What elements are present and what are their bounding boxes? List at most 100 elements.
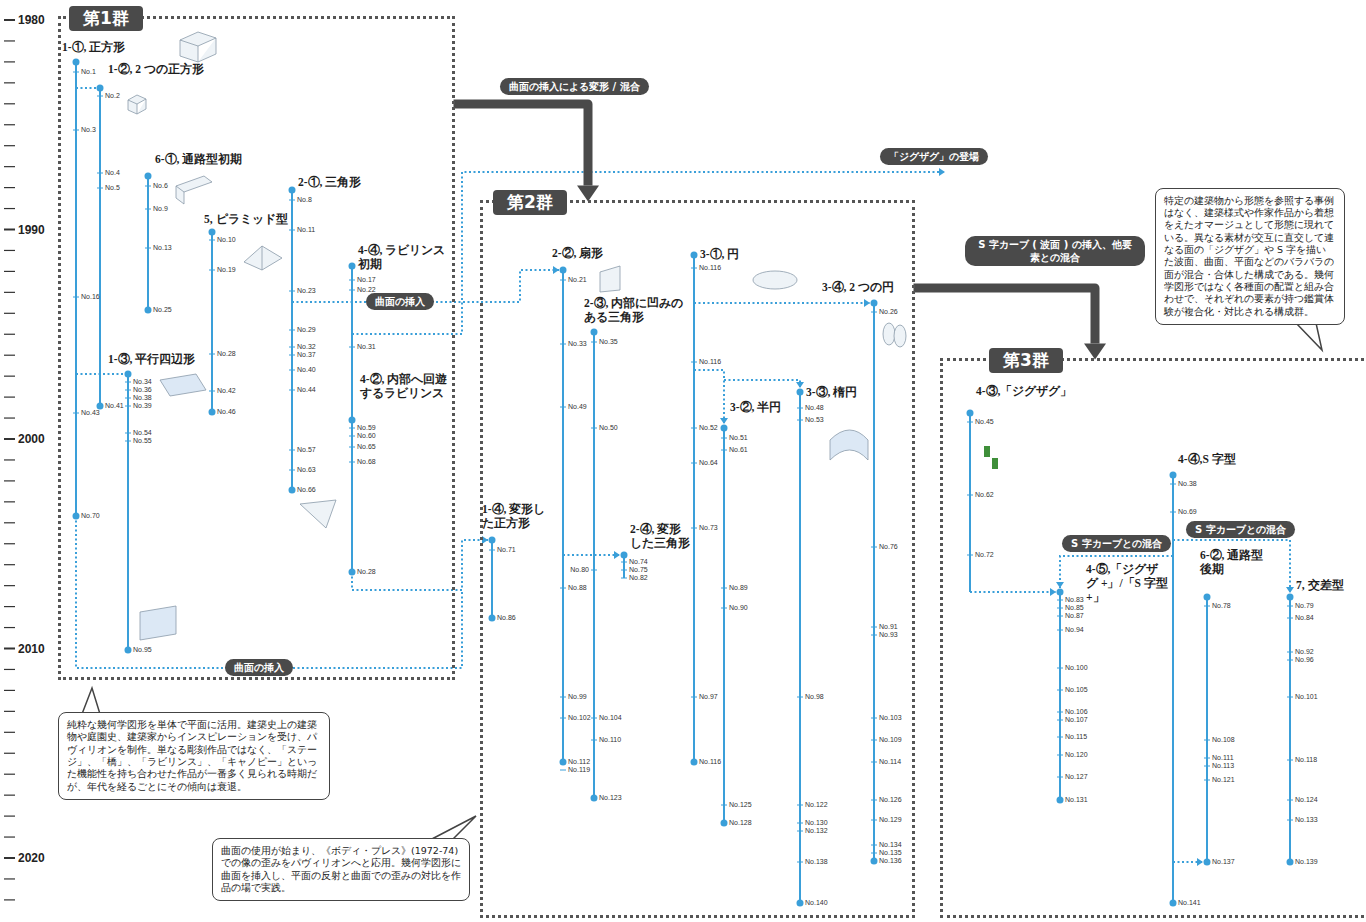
work-tick <box>560 280 566 281</box>
group-region: 第3群S 字カーブとの混合S 字カーブとの混合 <box>940 358 1366 918</box>
branch-dot <box>209 409 216 416</box>
lineage-dotted-line <box>76 87 100 89</box>
work-number: No.8 <box>297 196 312 204</box>
work-tick <box>73 297 79 298</box>
branch-line <box>147 176 149 310</box>
branch-line <box>593 332 595 798</box>
pill-label: 曲面の挿入による変形 / 混合 <box>509 81 640 92</box>
callout-text: 曲面の使用が始まり、《ボディ・プレス》(1972-74) での像の歪みをパヴィリ… <box>221 845 461 894</box>
branch-dot <box>560 267 567 274</box>
work-number: No.4 <box>105 169 120 177</box>
work-tick <box>871 820 877 821</box>
branch-dot <box>721 425 728 432</box>
branch-heading: 2-①, 三角形 <box>298 175 361 189</box>
branch-heading: 2-③, 内部に凹みのある三角形 <box>584 296 684 324</box>
transition-pill: 曲面の挿入 <box>366 293 434 310</box>
work-tick <box>209 240 215 241</box>
branch-dot <box>289 187 296 194</box>
work-tick <box>1057 712 1063 713</box>
work-number: No.10 <box>217 236 236 244</box>
lineage-dotted-line <box>694 302 870 304</box>
work-number: No.11 <box>297 226 315 234</box>
work-number: No.83 <box>1065 596 1084 604</box>
lineage-arrowhead <box>1050 588 1056 596</box>
year-tick <box>4 166 15 167</box>
branch-heading: 4-②, 内部へ回遊するラビリンス <box>360 372 452 400</box>
work-number: No.90 <box>729 604 748 612</box>
work-number: No.134 <box>879 841 902 849</box>
transition-pill: S 字カーブとの混合 <box>1186 521 1295 538</box>
branch-heading: 1-③, 平行四辺形 <box>108 352 195 366</box>
work-tick <box>125 441 131 442</box>
work-tick <box>145 209 151 210</box>
pill-label: S 字カーブとの混合 <box>1195 524 1286 535</box>
year-tick <box>4 40 15 41</box>
work-number: No.110 <box>599 736 621 744</box>
work-tick <box>1057 630 1063 631</box>
work-number: No.114 <box>879 758 901 766</box>
year-label: 1990 <box>18 223 45 237</box>
work-number: No.41 <box>105 402 124 410</box>
work-tick <box>349 428 355 429</box>
branch-heading: 6-②, 通路型後期 <box>1200 548 1264 576</box>
work-number: No.62 <box>975 491 994 499</box>
work-number: No.16 <box>81 293 100 301</box>
work-number: No.78 <box>1212 602 1231 610</box>
work-tick <box>871 800 877 801</box>
work-tick <box>621 578 627 579</box>
year-tick <box>4 648 15 650</box>
work-tick <box>721 608 727 609</box>
lineage-dotted-line <box>76 373 128 375</box>
work-tick <box>721 588 727 589</box>
year-tick <box>4 606 15 607</box>
year-label: 2010 <box>18 642 45 656</box>
year-tick <box>4 417 15 418</box>
branch-line <box>211 232 213 412</box>
group-heading: 第1群 <box>69 6 143 31</box>
work-tick <box>967 555 973 556</box>
work-number: No.50 <box>599 424 618 432</box>
lineage-dotted-line <box>352 540 488 590</box>
work-tick <box>1204 606 1210 607</box>
work-sketch <box>140 606 176 640</box>
work-tick <box>797 862 803 863</box>
work-tick <box>967 495 973 496</box>
work-number: No.28 <box>217 350 236 358</box>
transition-pill: 曲面の挿入による変形 / 混合 <box>500 78 649 95</box>
work-tick <box>591 342 597 343</box>
work-tick <box>1204 766 1210 767</box>
work-tick <box>871 845 877 846</box>
work-tick <box>967 422 973 423</box>
year-tick <box>4 292 15 293</box>
arrow-shaft <box>454 104 589 186</box>
lineage-arrowhead <box>796 382 804 388</box>
work-tick <box>560 344 566 345</box>
branch-heading: 3-④, 2 つの円 <box>822 280 894 294</box>
work-number: No.31 <box>357 343 376 351</box>
work-sketch <box>180 32 216 62</box>
work-sketch <box>992 458 998 469</box>
branch-line <box>1289 597 1291 862</box>
work-number: No.43 <box>81 409 100 417</box>
work-number: No.54 <box>133 429 152 437</box>
branch-heading: 6-①, 通路型初期 <box>155 152 242 166</box>
branch-dot <box>1287 859 1294 866</box>
year-tick <box>4 376 15 377</box>
work-tick <box>797 831 803 832</box>
work-number: No.87 <box>1065 612 1084 620</box>
work-tick <box>289 470 295 471</box>
work-tick <box>691 697 697 698</box>
pill-label: 曲面の挿入 <box>375 296 425 307</box>
year-tick <box>4 271 15 272</box>
branch-dot <box>125 647 132 654</box>
work-number: No.116 <box>699 264 721 272</box>
branch-dot <box>871 300 878 307</box>
branch-line <box>291 190 293 490</box>
branch-dot <box>97 403 104 410</box>
branch-line <box>969 413 971 592</box>
branch-heading: 4-③,「ジグザグ」 <box>976 384 1072 398</box>
work-number: No.79 <box>1295 602 1314 610</box>
work-number: No.128 <box>729 819 752 827</box>
work-number: No.137 <box>1212 858 1235 866</box>
work-tick <box>349 462 355 463</box>
